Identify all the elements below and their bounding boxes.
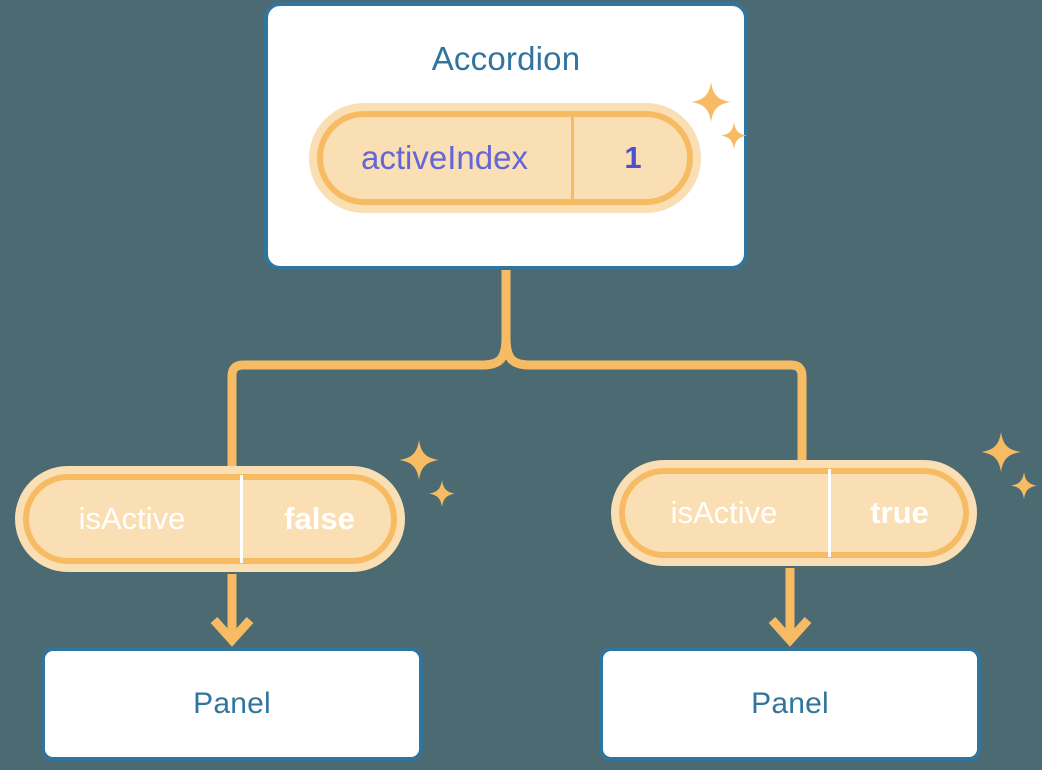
panel-card-title-right: Panel — [751, 687, 829, 720]
panel-component-card-right[interactable]: Panel — [599, 647, 981, 761]
sparkle-small-icon — [721, 122, 747, 149]
sparkle-cluster-true — [978, 432, 1040, 504]
prop-pill-value-right: true — [828, 469, 968, 557]
state-pill-key: activeIndex — [318, 112, 574, 204]
arrow-head-right-icon — [768, 616, 812, 647]
sparkle-small-icon — [429, 480, 455, 507]
panel-card-title-left: Panel — [193, 687, 271, 720]
prop-pill-value-left: false — [240, 475, 396, 563]
connector-branch-right — [501, 337, 807, 464]
sparkle-large-icon — [691, 82, 731, 122]
sparkle-cluster-accordion — [688, 82, 750, 154]
prop-pill-key-left: isActive — [78, 501, 186, 536]
state-pill-active-index[interactable]: activeIndex 1 — [309, 103, 701, 213]
sparkle-large-icon — [399, 440, 439, 480]
arrow-head-left-icon — [210, 616, 254, 647]
sparkle-small-icon — [1011, 472, 1037, 499]
prop-pill-is-active-true[interactable]: isActive true — [611, 460, 977, 566]
sparkle-large-icon — [981, 432, 1021, 472]
state-pill-value: 1 — [624, 140, 642, 175]
panel-component-card-left[interactable]: Panel — [41, 647, 423, 761]
sparkle-cluster-false — [396, 440, 458, 512]
prop-pill-is-active-false[interactable]: isActive false — [15, 466, 405, 572]
connector-branch-left — [227, 337, 511, 470]
accordion-card-title: Accordion — [431, 40, 581, 77]
prop-pill-key-right: isActive — [670, 495, 778, 530]
